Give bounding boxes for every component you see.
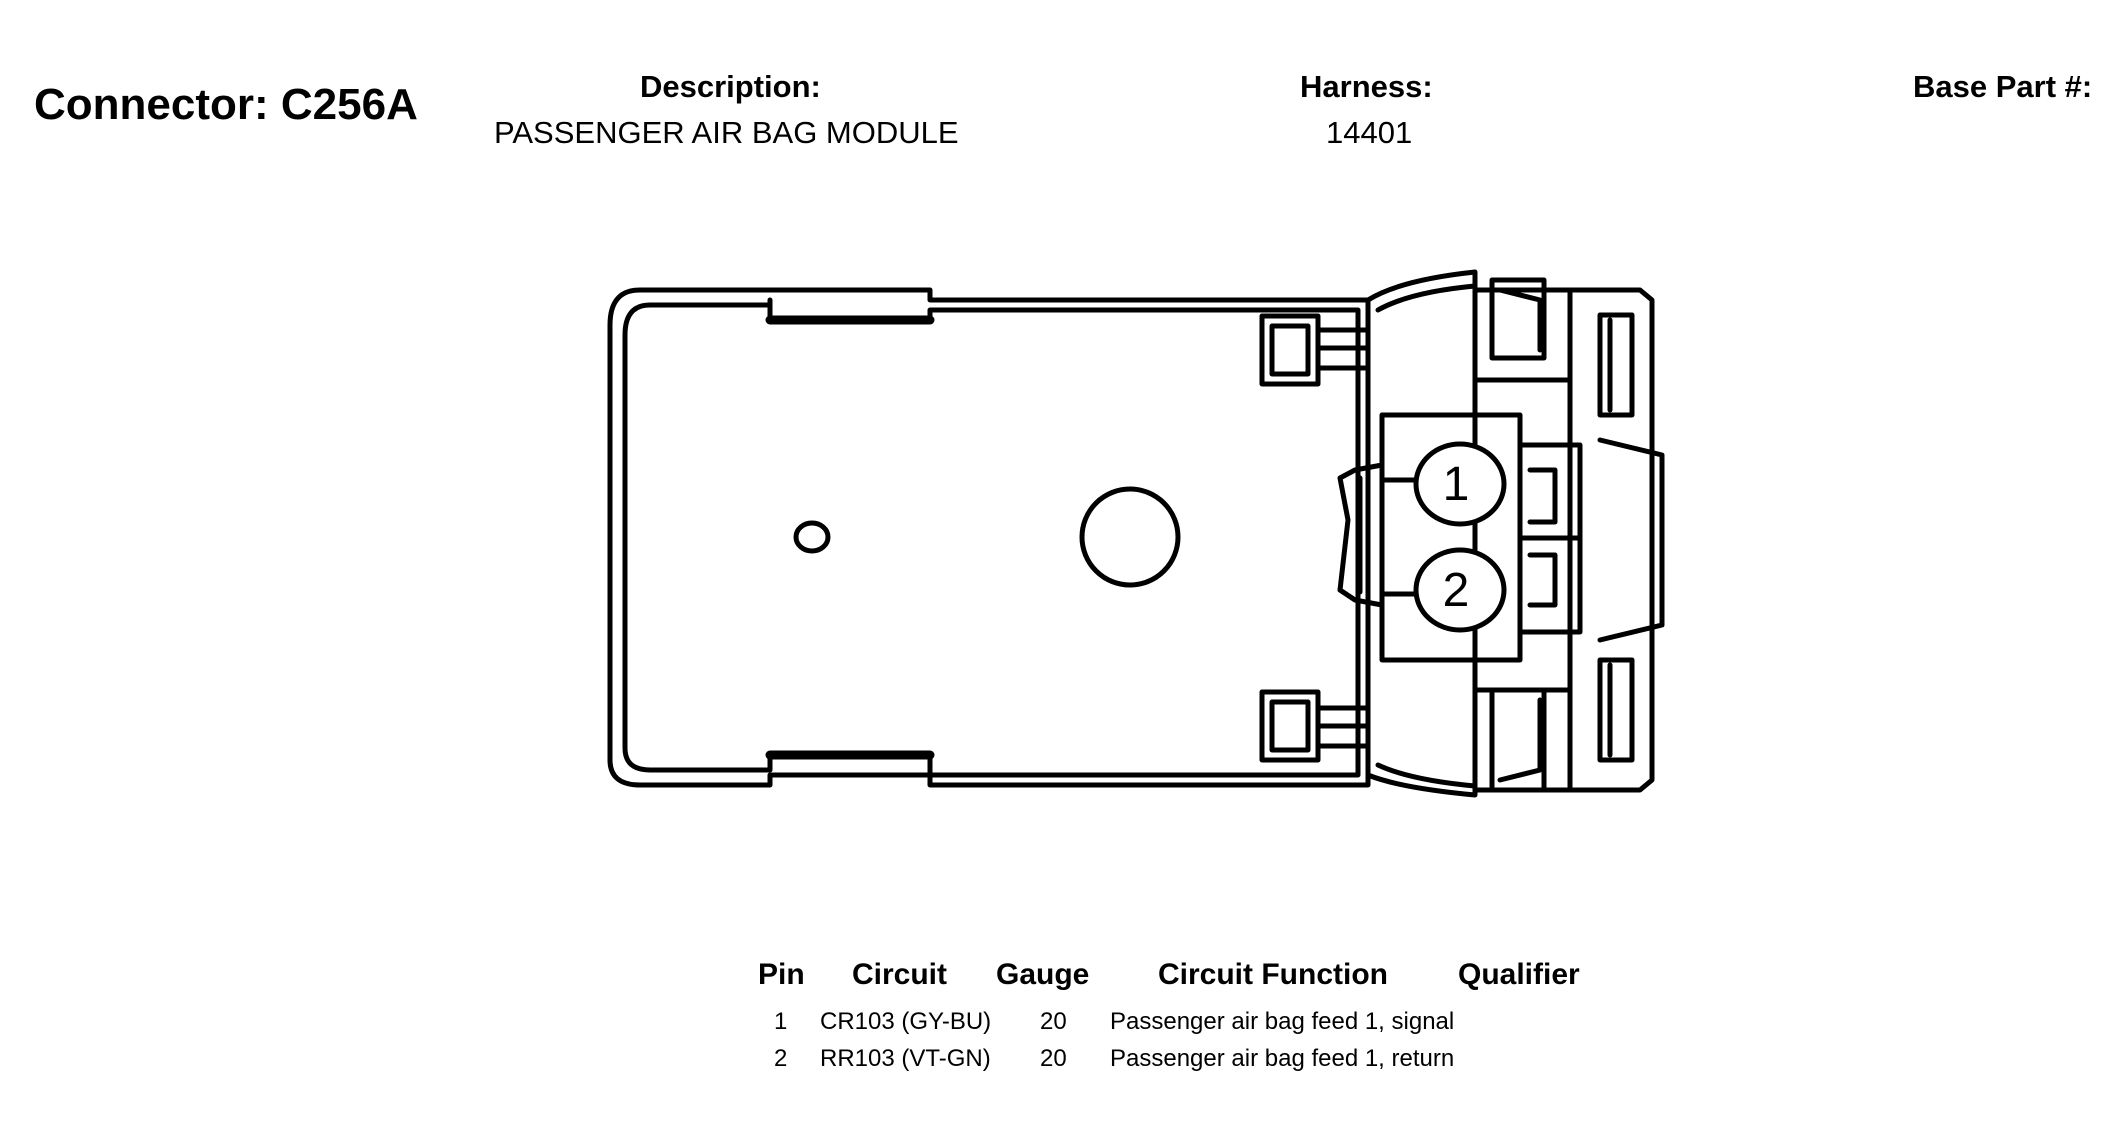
description-label: Description: [640, 69, 821, 104]
row-circuit: CR103 (GY-BU) [820, 1008, 992, 1035]
base-part-label: Base Part #: [1913, 69, 2093, 104]
front-collar [1365, 269, 1478, 798]
header-circuit-function: Circuit Function [1158, 958, 1388, 991]
small-hole [793, 520, 831, 554]
header-circuit: Circuit [852, 958, 948, 991]
harness-label: Harness: [1300, 69, 1433, 104]
row-pin: 1 [774, 1008, 788, 1035]
header-gauge: Gauge [996, 958, 1090, 991]
housing-outline [607, 287, 1371, 788]
header-qualifier: Qualifier [1458, 958, 1580, 991]
housing-inner-outline [622, 297, 1361, 778]
row-function: Passenger air bag feed 1, return [1110, 1045, 1455, 1072]
end-cap-top-slot [1489, 277, 1547, 361]
terminal-cavity [1337, 412, 1583, 663]
row-gauge: 20 [1040, 1045, 1067, 1072]
pin-2-marker [1413, 547, 1507, 633]
pin-1-label: 1 [1443, 458, 1470, 511]
header-pin: Pin [758, 958, 805, 991]
pin-2-label: 2 [1443, 564, 1470, 617]
row-pin: 2 [774, 1045, 788, 1072]
pin-1-marker [1413, 441, 1507, 527]
bottom-latch-inner [1269, 699, 1311, 753]
connector-title: Connector: C256A [34, 80, 418, 129]
row-circuit: RR103 (VT-GN) [820, 1045, 991, 1072]
harness-value: 14401 [1326, 115, 1413, 150]
top-latch-inner [1269, 323, 1311, 377]
row-function: Passenger air bag feed 1, signal [1110, 1008, 1455, 1035]
large-hole [1079, 486, 1181, 588]
right-bump [1597, 437, 1665, 643]
description-value: PASSENGER AIR BAG MODULE [494, 115, 959, 150]
row-gauge: 20 [1040, 1008, 1067, 1035]
right-latch [1597, 312, 1635, 418]
end-cap [1472, 287, 1655, 793]
